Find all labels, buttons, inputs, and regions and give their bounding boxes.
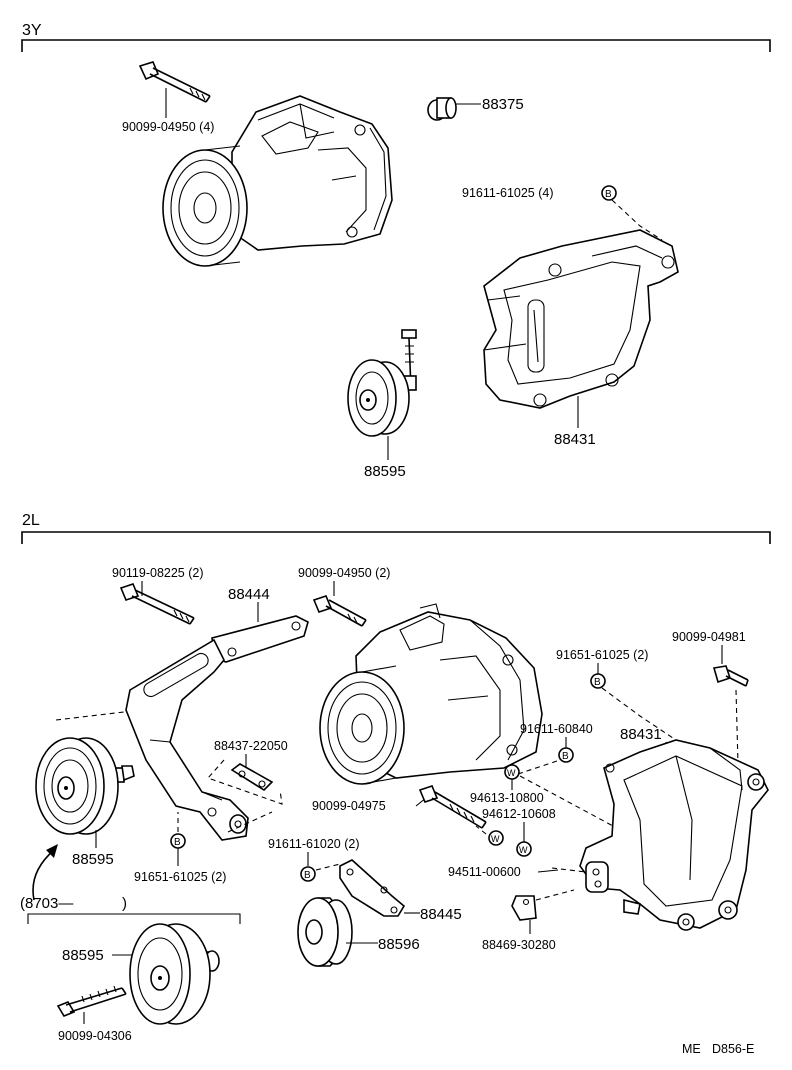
bracket-illustration	[483, 229, 679, 409]
callout-b-icon: B	[558, 747, 574, 763]
pulley-illustration	[297, 897, 353, 967]
idler-pulley-illustration	[129, 923, 220, 1025]
svg-text:W: W	[491, 834, 500, 844]
svg-text:B: B	[304, 870, 311, 881]
label-88375: 88375	[482, 96, 524, 113]
callout-w-icon: W	[488, 830, 504, 846]
section-bracket-3y	[21, 39, 771, 52]
compressor-illustration	[162, 95, 393, 267]
bolt-icon	[138, 61, 211, 103]
callout-w-icon: W	[504, 764, 520, 780]
label-90119-08225-2: 90119-08225 (2)	[112, 566, 204, 580]
callout-b-icon: B	[170, 833, 186, 849]
callout-b-icon: B	[601, 185, 617, 201]
section-3y: 3Y 90099-04950 (4)	[21, 22, 771, 480]
svg-text:B: B	[174, 837, 181, 848]
svg-text:B: B	[594, 677, 601, 688]
label-88431-3y: 88431	[554, 431, 596, 448]
label-90099-04950-4: 90099-04950 (4)	[122, 120, 214, 134]
section-bracket-2l	[21, 531, 771, 544]
label-90099-04975: 90099-04975	[312, 799, 386, 813]
plug-icon	[427, 97, 481, 121]
label-90099-04306: 90099-04306	[58, 1029, 132, 1043]
label-91651-61025-2-right: 91651-61025 (2)	[556, 648, 648, 662]
callout-w-icon: W	[516, 841, 532, 857]
footer-code-prefix: ME	[682, 1042, 701, 1056]
label-88431-2l: 88431	[620, 726, 662, 743]
label-88595-2l: 88595	[72, 851, 114, 868]
label-88437-22050: 88437-22050	[214, 739, 288, 753]
bolt-icon	[119, 583, 195, 625]
callout-b-icon: B	[590, 673, 606, 689]
section-label-3y: 3Y	[22, 22, 42, 39]
clip-illustration	[511, 895, 537, 921]
footer-code: ME D856-E	[682, 1042, 754, 1056]
label-range-close: )	[122, 895, 127, 912]
svg-text:B: B	[562, 751, 569, 762]
label-88595-3y: 88595	[364, 463, 406, 480]
svg-text:W: W	[519, 845, 528, 855]
callout-b-icon: B	[300, 866, 316, 882]
compressor-illustration	[319, 603, 543, 785]
label-91611-61025-4: 91611-61025 (4)	[462, 186, 554, 200]
bolt-icon	[312, 595, 367, 627]
idler-pulley-illustration	[347, 329, 417, 437]
label-88596: 88596	[378, 936, 420, 953]
label-88445: 88445	[420, 906, 462, 923]
label-94613-10800: 94613-10800	[470, 791, 544, 805]
label-94612-10608: 94612-10608	[482, 807, 556, 821]
bolt-icon	[418, 785, 487, 829]
svg-text:B: B	[605, 189, 612, 200]
label-91651-61025-2-left: 91651-61025 (2)	[134, 870, 226, 884]
bolt-icon	[712, 665, 749, 687]
section-2l: 2L 90119-08225 (2) 88444 90099-04950 (2)	[20, 512, 771, 1043]
bracket-illustration	[579, 739, 769, 931]
label-90099-04981: 90099-04981	[672, 630, 746, 644]
label-91611-60840: 91611-60840	[520, 722, 593, 736]
section-label-2l: 2L	[22, 512, 40, 529]
label-88595-alt: 88595	[62, 947, 104, 964]
label-88444: 88444	[228, 586, 270, 603]
label-94511-00600: 94511-00600	[448, 865, 521, 879]
footer-code-value: D856-E	[712, 1042, 754, 1056]
adjust-bar-illustration	[125, 615, 309, 841]
label-91611-61020-2: 91611-61020 (2)	[268, 837, 360, 851]
label-90099-04950-2: 90099-04950 (2)	[298, 566, 390, 580]
plate-illustration	[230, 763, 274, 792]
idler-pulley-illustration	[35, 737, 135, 835]
bolt-icon	[56, 985, 127, 1017]
label-range-8703: (8703—	[20, 895, 73, 912]
plate-illustration	[339, 859, 406, 917]
label-88469-30280: 88469-30280	[482, 938, 556, 952]
svg-text:W: W	[507, 768, 516, 778]
